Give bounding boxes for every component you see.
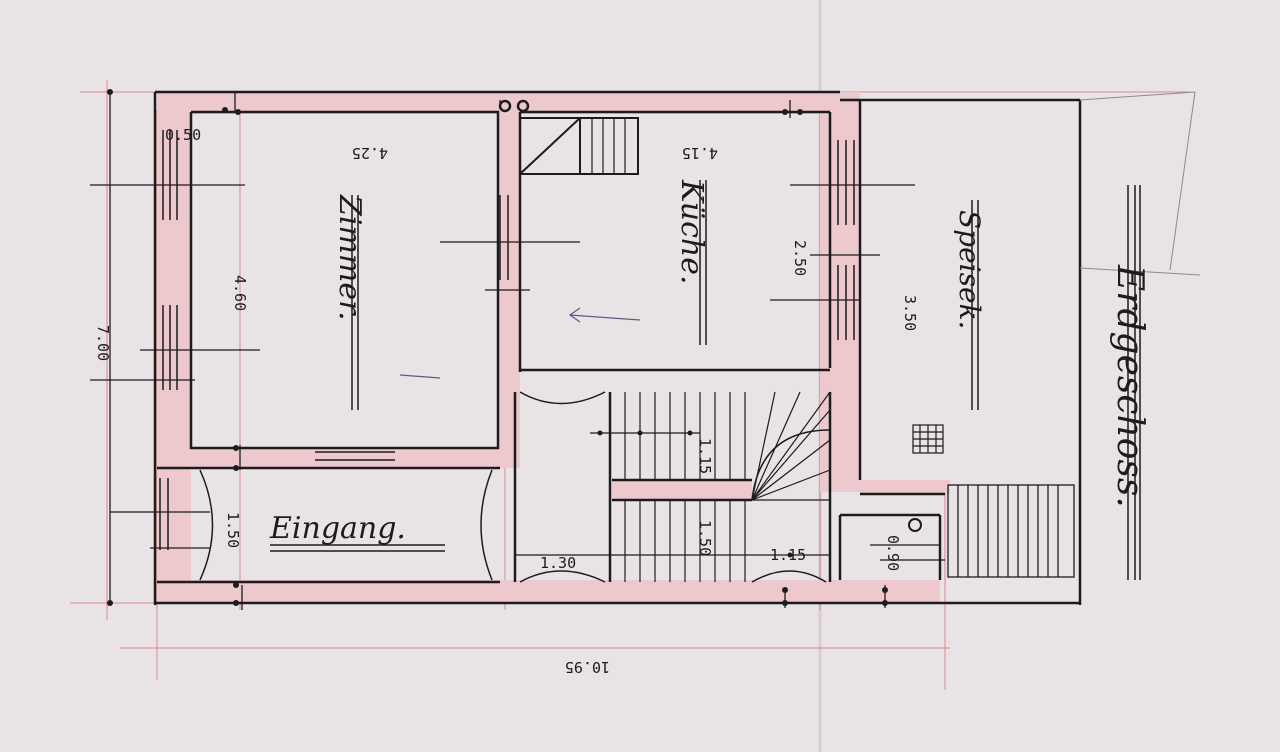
- dim-kueche-width: 4.15: [682, 144, 718, 162]
- dim-stair-landing: 1.30: [540, 554, 576, 572]
- dim-zimmer-width: 4.25: [352, 144, 388, 162]
- door-arches: [199, 391, 827, 583]
- dimension-ticks: [90, 92, 945, 610]
- walls: [153, 90, 1082, 605]
- main-staircase: [515, 391, 831, 582]
- exterior-steps: [947, 484, 1075, 578]
- wall-fills: [157, 92, 950, 602]
- arrow-marks: [399, 307, 641, 379]
- room-label-kueche: Küche.: [674, 179, 709, 285]
- dim-stair-width: 1.15: [696, 438, 714, 474]
- dim-zimmer-depth: 4.60: [231, 275, 249, 311]
- dim-stair-side: 1.50: [696, 520, 714, 556]
- room-label-zimmer: Zimmer.: [332, 194, 367, 321]
- dim-overall-width: 10.95: [565, 658, 610, 676]
- kitchen-stair: [519, 117, 639, 175]
- plan-title-erdgeschoss: Erdgeschoss.: [1109, 264, 1150, 508]
- dim-kueche-depth: 2.50: [791, 240, 809, 276]
- small-circle-icon: [908, 518, 922, 532]
- chimney-icon: [498, 99, 530, 113]
- room-label-eingang: Eingang.: [269, 511, 406, 546]
- dim-entry-depth: 1.50: [224, 512, 242, 548]
- hatched-square-icon: [912, 424, 944, 454]
- title-underline-marks: [270, 180, 1141, 580]
- dim-side-depth: 3.50: [901, 295, 919, 331]
- dim-overall-depth: 7.00: [94, 325, 112, 361]
- windows: [159, 130, 855, 550]
- dim-stair-run: 1.15: [770, 546, 806, 564]
- dimension-dots: [107, 89, 888, 606]
- dim-small-a: 0.50: [165, 126, 201, 144]
- room-label-speisekammer: Speisek.: [953, 210, 986, 329]
- dim-small-b: 0.90: [884, 535, 902, 571]
